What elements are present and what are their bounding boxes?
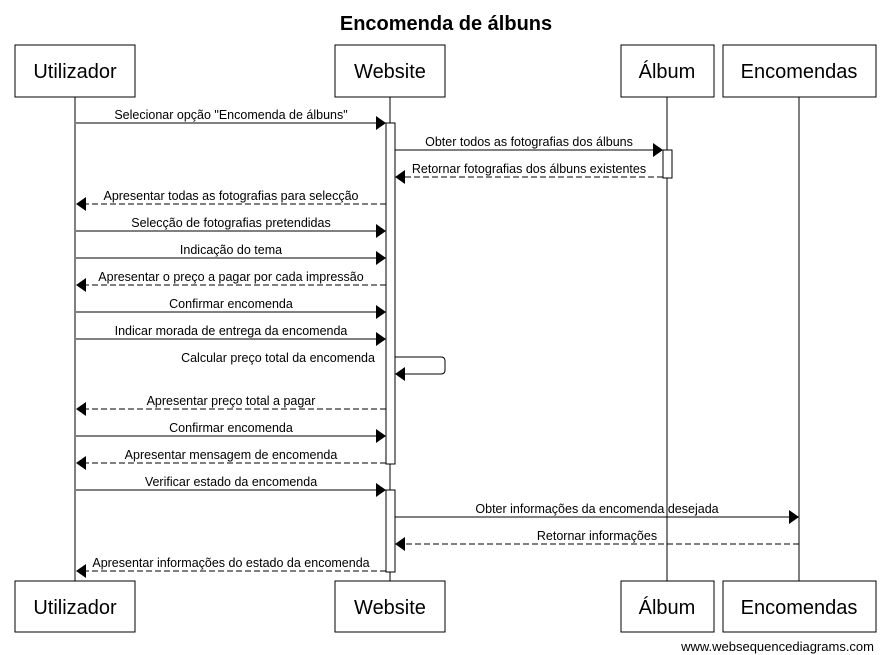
participant-label: Encomendas [741,61,858,83]
participants-top: Utilizador Website Álbum Encomendas [14,44,877,98]
message-label: Confirmar encomenda [169,421,293,435]
message-1: Obter todos as fotografias dos álbuns [395,135,663,157]
message-label: Apresentar mensagem de encomenda [125,448,338,462]
message-label: Indicação do tema [180,243,282,257]
participant-label: Álbum [639,60,696,83]
message-7: Confirmar encomenda [76,297,386,319]
message-label: Obter informações da encomenda desejada [475,502,718,516]
participant-website-top: Website [334,44,446,98]
message-label: Verificar estado da encomenda [145,475,317,489]
message-16: Apresentar informações do estado da enco… [76,556,386,578]
participant-label: Utilizador [33,61,117,83]
message-15: Retornar informações [395,529,799,551]
message-0: Selecionar opção "Encomenda de álbuns" [76,108,386,130]
message-label: Apresentar preço total a pagar [147,394,316,408]
participant-encomendas-top: Encomendas [722,44,877,98]
message-label: Apresentar todas as fotografias para sel… [103,189,358,203]
message-label: Indicar morada de entrega da encomenda [115,324,348,338]
participant-utilizador-bottom: Utilizador [14,580,136,633]
message-label: Calcular preço total da encomenda [181,351,375,365]
messages: Selecionar opção "Encomenda de álbuns" O… [76,108,799,578]
message-label: Apresentar informações do estado da enco… [92,556,369,570]
activation-website-2 [385,489,396,573]
activations [385,122,673,573]
message-10: Apresentar preço total a pagar [76,394,386,416]
message-3: Apresentar todas as fotografias para sel… [76,189,386,211]
participant-website-bottom: Website [334,580,446,633]
participant-utilizador-top: Utilizador [14,44,136,98]
participant-label: Website [354,61,426,83]
message-12: Apresentar mensagem de encomenda [76,448,386,470]
participant-label: Álbum [639,596,696,619]
message-5: Indicação do tema [76,243,386,265]
participant-album-bottom: Álbum [620,580,715,633]
message-4: Selecção de fotografias pretendidas [76,216,386,238]
message-13: Verificar estado da encomenda [76,475,386,497]
participant-album-top: Álbum [620,44,715,98]
message-label: Selecionar opção "Encomenda de álbuns" [114,108,347,122]
message-9-self: Calcular preço total da encomenda [181,351,446,381]
message-6: Apresentar o preço a pagar por cada impr… [76,270,386,292]
participant-label: Website [354,597,426,619]
diagram-title: Encomenda de álbuns [340,13,552,35]
participant-label: Encomendas [741,597,858,619]
message-label: Confirmar encomenda [169,297,293,311]
message-8: Indicar morada de entrega da encomenda [76,324,386,346]
message-label: Retornar informações [537,529,657,543]
participants-bottom: Utilizador Website Álbum Encomendas [14,580,877,633]
message-label: Retornar fotografias dos álbuns existent… [412,162,646,176]
message-label: Obter todos as fotografias dos álbuns [425,135,633,149]
participant-encomendas-bottom: Encomendas [722,580,877,633]
message-14: Obter informações da encomenda desejada [395,502,799,524]
message-2: Retornar fotografias dos álbuns existent… [395,162,663,184]
message-11: Confirmar encomenda [76,421,386,443]
activation-website-1 [385,122,396,465]
activation-album [662,149,673,179]
message-label: Apresentar o preço a pagar por cada impr… [98,270,363,284]
participant-label: Utilizador [33,597,117,619]
message-label: Selecção de fotografias pretendidas [131,216,330,230]
footer-watermark: www.websequencediagrams.com [680,639,874,654]
